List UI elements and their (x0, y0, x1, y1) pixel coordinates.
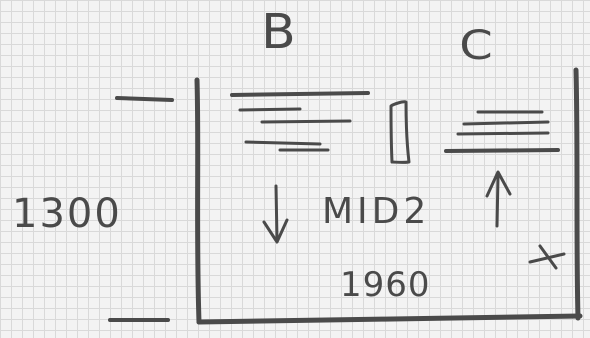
divider-panel (389, 100, 411, 164)
up-arrow-icon (485, 170, 512, 228)
height-dimension-label: 1300 (12, 191, 122, 237)
corner-x-mark (528, 244, 566, 270)
shelf-lines-b (230, 91, 370, 152)
frame-left-edge (194, 77, 202, 325)
frame-bottom-edge (196, 313, 583, 325)
center-label: MID2 (322, 191, 431, 232)
zone-label-b: B (261, 4, 296, 60)
width-dimension-label: 1960 (340, 265, 431, 305)
frame-right-edge (573, 67, 581, 321)
shelf-lines-c (444, 110, 560, 153)
height-tick-top (115, 96, 174, 102)
zone-label-c: C (459, 23, 493, 69)
down-arrow-icon (262, 184, 289, 244)
